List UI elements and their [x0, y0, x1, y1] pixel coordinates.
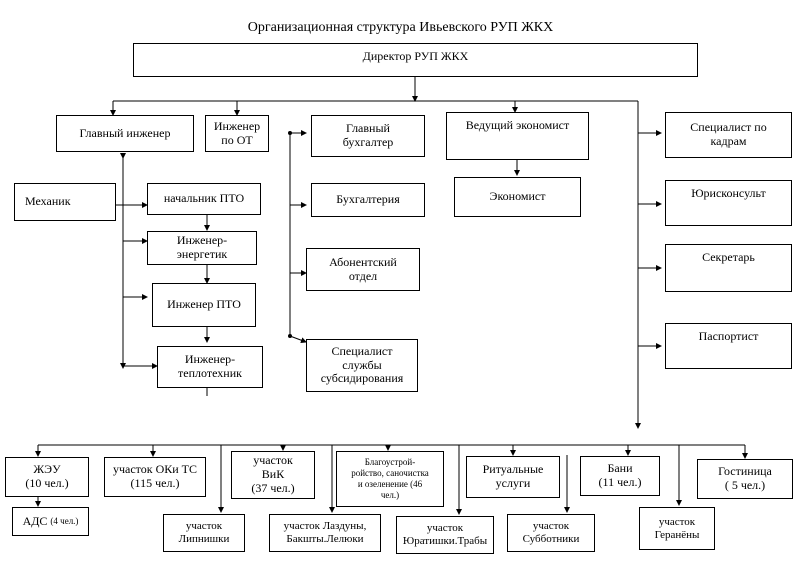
- ritual-services-label: Ритуальные услуги: [482, 462, 544, 490]
- subscriber-dept-box: Абонентский отдел: [306, 248, 420, 291]
- ads-box: АДС (4 чел.): [12, 507, 89, 536]
- hotel-label: Гостиница: [718, 464, 772, 479]
- subscriber-dept-label: Абонентский отдел: [329, 254, 397, 283]
- pto-head-box: начальник ПТО: [147, 183, 261, 215]
- hotel-box: Гостиница ( 5 чел.): [697, 459, 793, 499]
- bookkeeping-box: Бухгалтерия: [311, 183, 425, 217]
- yuratishki-box: участок Юратишки.Трабы: [396, 516, 494, 554]
- yuratishki-label: участок Юратишки.Трабы: [402, 522, 488, 547]
- oki-ts-box: участок ОКи ТС (115 чел.): [104, 457, 206, 497]
- vik-label-1: участок: [253, 453, 293, 468]
- ads-label: АДС: [22, 513, 48, 528]
- heat-engineer-label: Инженер- теплотехник: [178, 352, 242, 380]
- landscaping-label-1: Благоустрой-: [364, 457, 416, 468]
- vik-label-2: ВиК: [261, 467, 285, 482]
- oki-ts-count: (115 чел.): [130, 476, 180, 490]
- mechanic-box: Механик: [14, 183, 116, 221]
- baths-count: (11 чел.): [598, 475, 642, 489]
- baths-box: Бани (11 чел.): [580, 456, 660, 496]
- energy-engineer-label: Инженер- энергетик: [176, 233, 228, 261]
- legal-counsel-box: Юрисконсульт: [665, 180, 792, 226]
- passport-officer-box: Паспортист: [665, 323, 792, 369]
- zheu-label: ЖЭУ: [33, 462, 61, 477]
- geranyony-label: участок Геранёны: [654, 515, 700, 541]
- ot-engineer-box: Инженер по ОТ: [205, 115, 269, 152]
- energy-engineer-box: Инженер- энергетик: [147, 231, 257, 265]
- oki-ts-label: участок ОКи ТС: [112, 462, 198, 477]
- landscaping-box: Благоустрой- ройство, саночистка и озеле…: [336, 451, 444, 507]
- subsidy-specialist-label: Специалист службы субсидирования: [320, 343, 404, 386]
- landscaping-count-b: чел.): [380, 489, 400, 500]
- subbotniki-label: участок Субботники: [522, 520, 580, 545]
- chief-accountant-label: Главный бухгалтер: [342, 121, 394, 149]
- zheu-box: ЖЭУ (10 чел.): [5, 457, 89, 497]
- ot-engineer-label: Инженер по ОТ: [213, 118, 261, 147]
- hr-specialist-label: Специалист по кадрам: [690, 120, 767, 148]
- chief-accountant-box: Главный бухгалтер: [311, 115, 425, 157]
- lazduny-label: участок Лаздуны, Бакшты.Лелюки: [283, 520, 367, 545]
- vik-count: (37 чел.): [251, 480, 295, 495]
- landscaping-label-3: и озеленение: [357, 479, 408, 489]
- lazduny-box: участок Лаздуны, Бакшты.Лелюки: [269, 514, 381, 552]
- subbotniki-box: участок Субботники: [507, 514, 595, 552]
- ritual-services-box: Ритуальные услуги: [466, 456, 560, 498]
- economist-box: Экономист: [454, 177, 581, 217]
- pto-engineer-box: Инженер ПТО: [152, 283, 256, 327]
- heat-engineer-box: Инженер- теплотехник: [157, 346, 263, 388]
- landscaping-count-a: (46: [410, 479, 423, 489]
- lipnishki-box: участок Липнишки: [163, 514, 245, 552]
- subsidy-specialist-box: Специалист службы субсидирования: [306, 339, 418, 392]
- hotel-count: ( 5 чел.): [724, 478, 766, 492]
- secretary-box: Секретарь: [665, 244, 792, 292]
- zheu-count: (10 чел.): [25, 476, 69, 490]
- baths-label: Бани: [607, 461, 633, 476]
- vik-box: участок ВиК (37 чел.): [231, 451, 315, 499]
- chart-title: Организационная структура Ивьевского РУП…: [247, 20, 554, 35]
- lead-economist-box: Ведущий экономист: [446, 112, 589, 160]
- director-box: Директор РУП ЖКХ: [133, 43, 698, 77]
- lipnishki-label: участок Липнишки: [178, 520, 230, 545]
- landscaping-label-line-3: и озеленение (46: [358, 479, 422, 490]
- ads-count: (4 чел.): [50, 516, 79, 527]
- landscaping-label-2: ройство, саночистка: [351, 468, 429, 479]
- geranyony-box: участок Геранёны: [639, 507, 715, 550]
- hr-specialist-box: Специалист по кадрам: [665, 112, 792, 158]
- chief-engineer-box: Главный инженер: [56, 115, 194, 152]
